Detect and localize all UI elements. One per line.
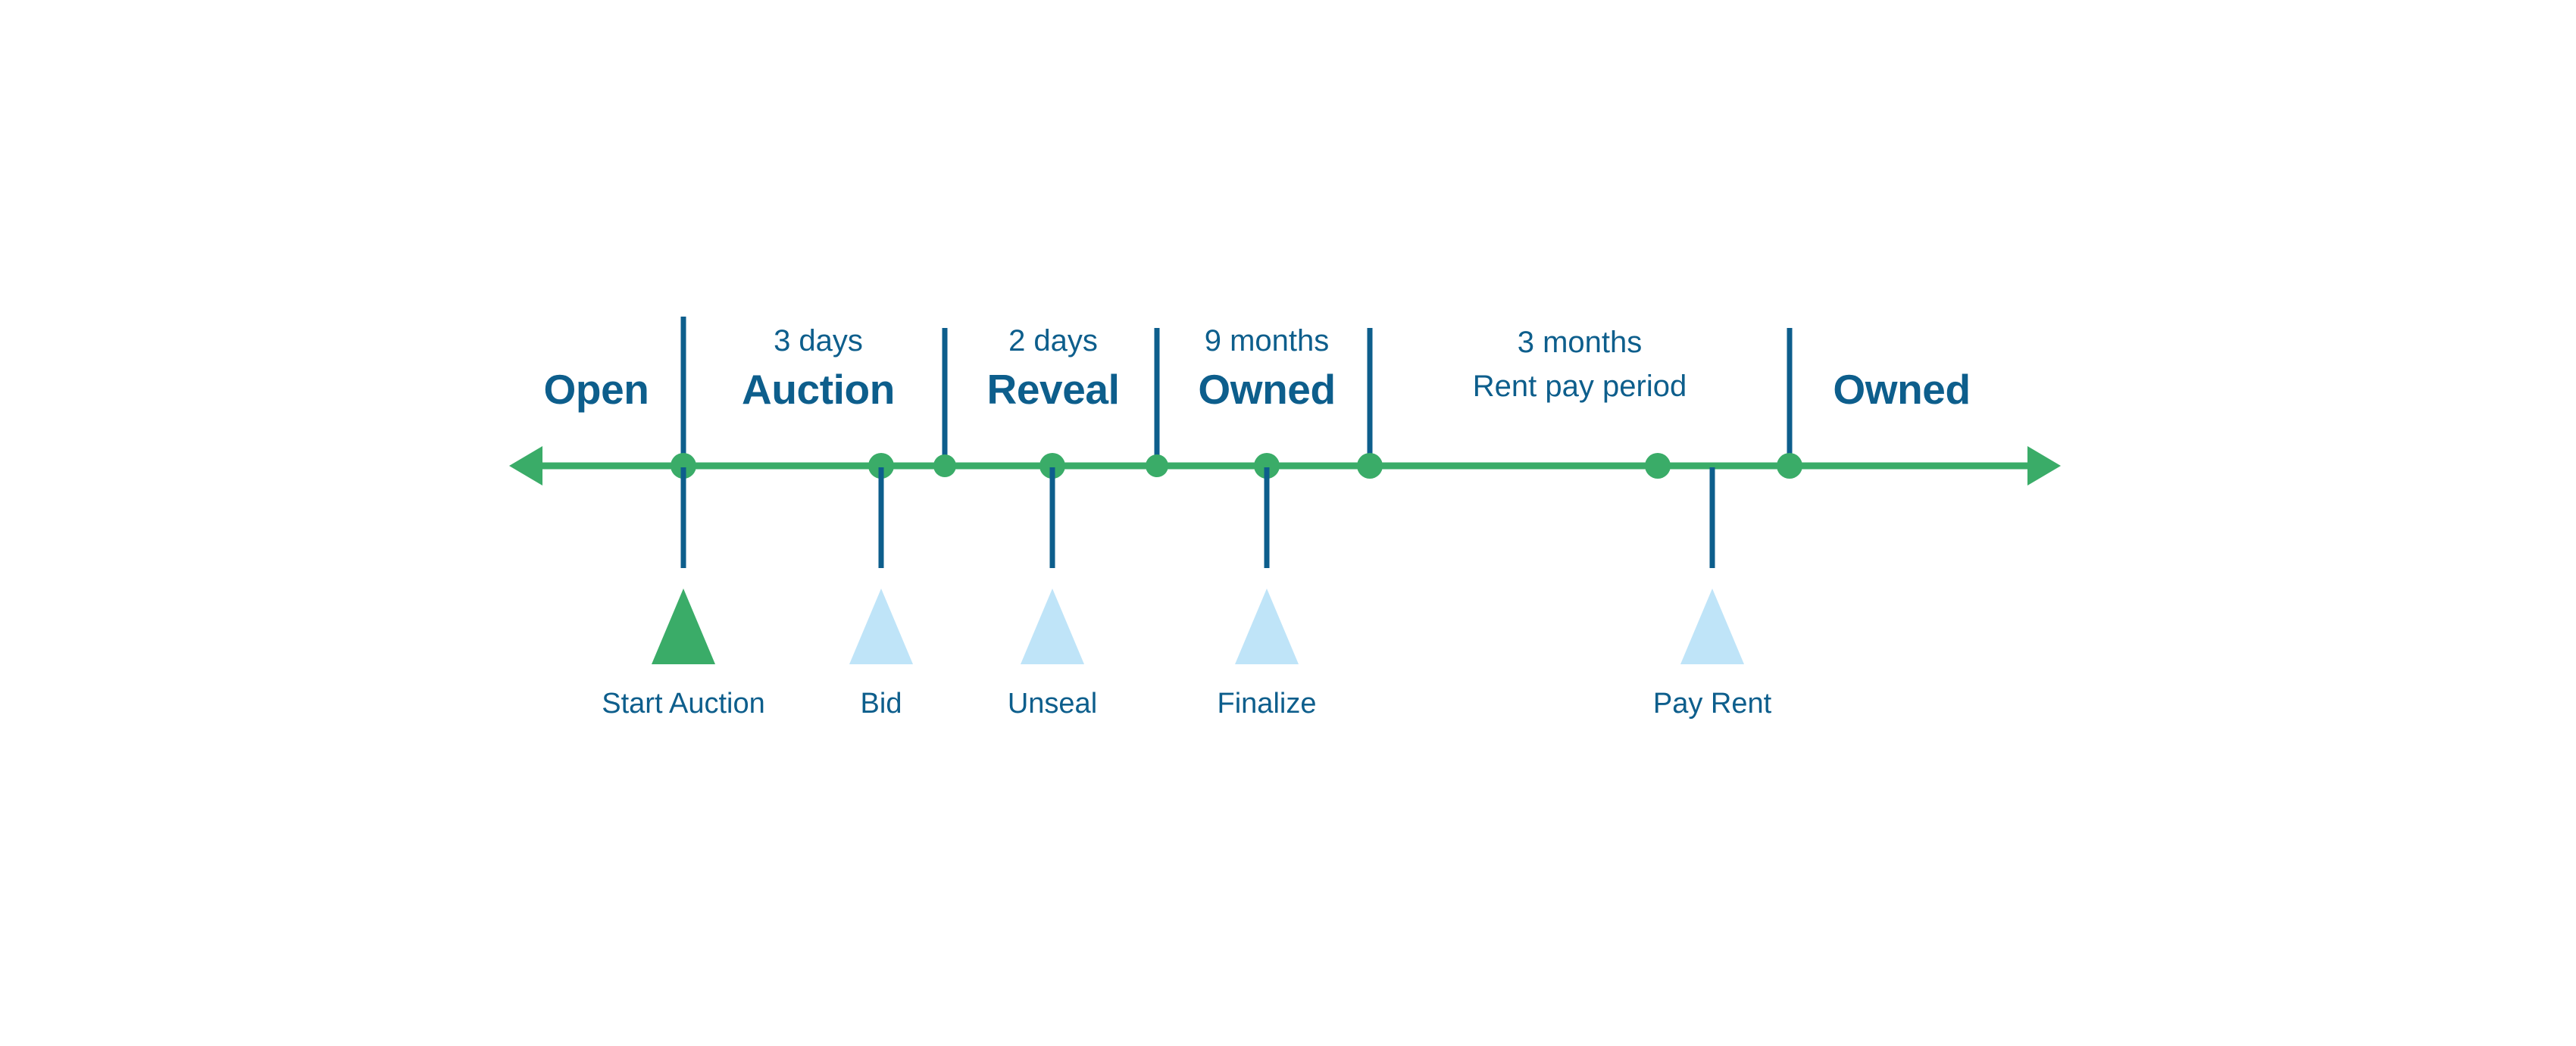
event-label-pay-rent: Pay Rent — [1652, 688, 1772, 720]
event-triangle-icon[interactable] — [1235, 589, 1299, 664]
timeline-node[interactable] — [1039, 453, 1065, 479]
phase-name-open: Open — [543, 366, 649, 413]
event-triangle-icon[interactable] — [1021, 589, 1084, 664]
timeline-node[interactable] — [1146, 454, 1168, 477]
timeline-node[interactable] — [1357, 453, 1383, 479]
timeline-node[interactable] — [1777, 453, 1802, 479]
event-finalize[interactable] — [1235, 467, 1299, 664]
timeline-node[interactable] — [1645, 453, 1671, 479]
timeline-node[interactable] — [868, 453, 894, 479]
event-triangle-icon[interactable] — [849, 589, 913, 664]
event-label-unseal: Unseal — [1007, 688, 1098, 720]
event-label-start-auction: Start Auction — [602, 688, 765, 720]
phase-dividers — [680, 317, 1793, 467]
phase-sub-rent-pay: Rent pay period — [1472, 370, 1687, 403]
event-triangle-icon[interactable] — [652, 589, 715, 664]
timeline-node[interactable] — [933, 454, 956, 477]
phase-duration-reveal: 2 days — [1008, 324, 1098, 358]
phase-name-owned-1: Owned — [1198, 366, 1336, 413]
phase-duration-auction: 3 days — [774, 324, 863, 358]
event-pay-rent[interactable] — [1680, 467, 1744, 664]
event-label-finalize: Finalize — [1217, 688, 1317, 720]
timeline-node[interactable] — [671, 453, 696, 479]
event-start-auction[interactable] — [652, 467, 715, 664]
event-triangle-icon[interactable] — [1680, 589, 1744, 664]
event-label-bid: Bid — [860, 688, 902, 720]
phase-duration-owned-1: 9 months — [1204, 324, 1330, 358]
event-bid[interactable] — [849, 467, 913, 664]
axis-arrow-left-icon — [509, 446, 542, 486]
axis-arrow-right-icon — [2027, 446, 2061, 486]
timeline-nodes — [671, 453, 1802, 479]
event-unseal[interactable] — [1021, 467, 1084, 664]
phase-name-owned-2: Owned — [1833, 366, 1971, 413]
phase-name-reveal: Reveal — [986, 366, 1120, 413]
timeline-events — [652, 467, 1744, 664]
phase-duration-rent-pay: 3 months — [1517, 326, 1643, 359]
timeline-node[interactable] — [1254, 453, 1280, 479]
phase-name-auction: Auction — [742, 366, 895, 413]
timeline-axis — [509, 446, 2061, 486]
